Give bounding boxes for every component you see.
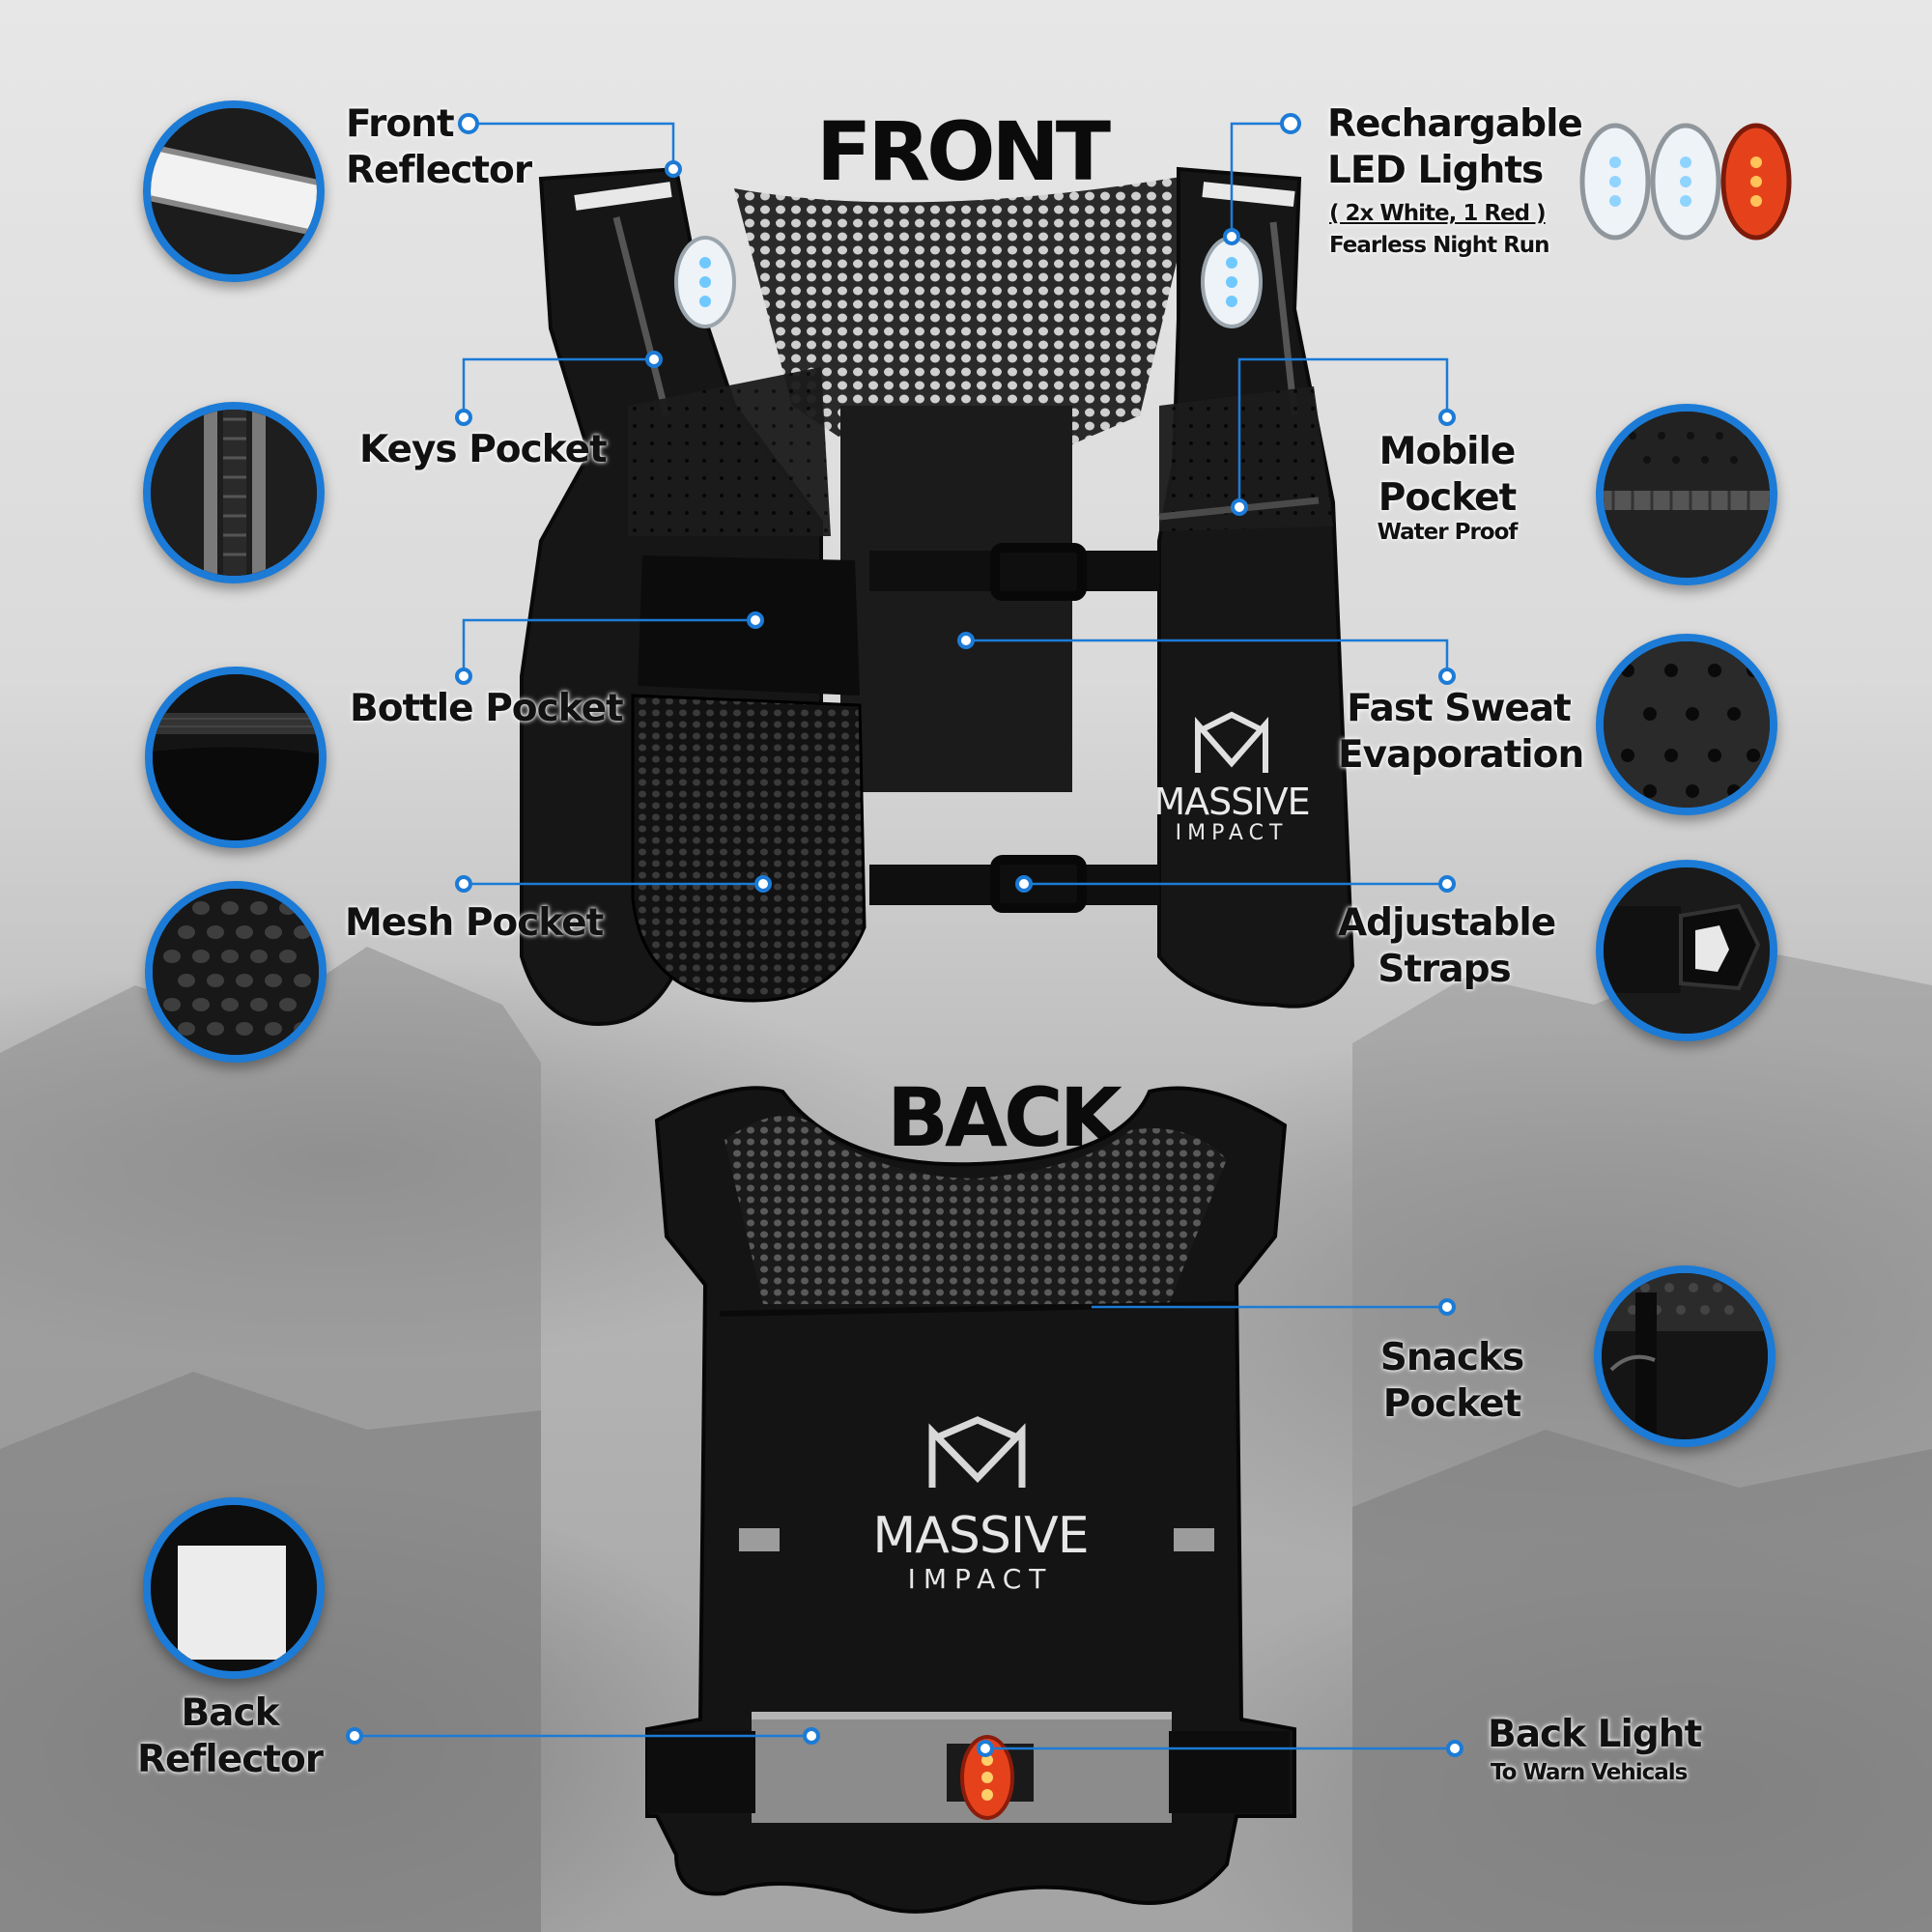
front-brand-name: MASSIVE	[1153, 781, 1310, 823]
buckle-closeup-icon	[1596, 860, 1777, 1041]
led-lights-note: Fearless Night Run	[1329, 233, 1550, 258]
adjustable-straps-label: Adjustable Straps	[1338, 901, 1556, 991]
back-reflector-closeup-icon	[143, 1497, 325, 1679]
back-reflector-label: Back Reflector	[136, 1691, 324, 1781]
fast-sweat-label: Fast Sweat Evaporation	[1338, 687, 1584, 777]
perforation-closeup-icon	[1596, 634, 1777, 815]
led-lights-product-image	[1579, 123, 1792, 241]
bottle-pocket-closeup-icon	[145, 667, 327, 848]
snacks-pocket-label: Snacks Pocket	[1379, 1336, 1524, 1426]
mesh-pocket-label: Mesh Pocket	[345, 901, 604, 945]
led-lights-detail: ( 2x White, 1 Red )	[1329, 201, 1547, 226]
back-brand-tagline: IMPACT	[907, 1563, 1054, 1595]
led-lights-label: Rechargable LED Lights	[1327, 102, 1583, 192]
back-light-label: Back Light	[1488, 1713, 1702, 1756]
mobile-pocket-note: Water Proof	[1377, 520, 1519, 545]
reflector-closeup-icon	[143, 100, 325, 282]
back-brand-name: MASSIVE	[872, 1507, 1089, 1565]
mesh-closeup-icon	[145, 881, 327, 1063]
snacks-pocket-closeup-icon	[1594, 1265, 1776, 1447]
back-light-note: To Warn Vehicals	[1491, 1760, 1688, 1785]
front-reflector-label: Front Reflector	[346, 102, 532, 192]
bottle-pocket-label: Bottle Pocket	[350, 687, 624, 730]
front-heading: FRONT	[816, 104, 1111, 199]
mobile-pocket-label: Mobile Pocket	[1378, 430, 1517, 520]
zipper-closeup-icon	[143, 402, 325, 583]
front-brand-tagline: IMPACT	[1175, 821, 1289, 845]
keys-pocket-label: Keys Pocket	[359, 428, 608, 471]
zipper-closeup-right-icon	[1596, 404, 1777, 585]
